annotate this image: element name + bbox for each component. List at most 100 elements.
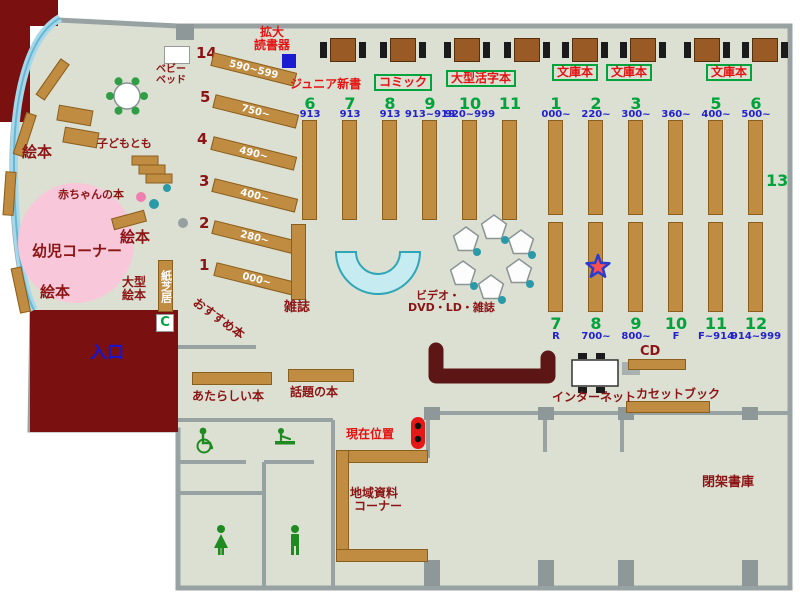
grey-stool: [178, 218, 188, 228]
shelf-range: 920~999: [444, 109, 496, 120]
entrance-label: 入口: [90, 343, 124, 363]
shelf-range: 913: [299, 109, 321, 120]
internet-chairs: [578, 353, 605, 393]
picture-books-label: 絵本: [120, 228, 151, 246]
cd-shelf: [628, 359, 686, 370]
kids-tables: [56, 104, 173, 184]
chair: [320, 42, 327, 58]
magnifier-device-icon: [282, 54, 296, 68]
large-print-label: 大型活字本: [446, 70, 517, 88]
shelf-range: 360~: [661, 109, 691, 120]
infant-corner-label: 幼児コーナー: [32, 242, 123, 260]
chair: [359, 42, 366, 58]
bookshelf: [462, 120, 477, 220]
baby-bed-icon: [164, 46, 190, 64]
bookshelf: [588, 222, 603, 312]
shelf-number: 6: [750, 94, 762, 113]
reading-table: [630, 38, 656, 62]
shelf-number: 11: [704, 314, 728, 333]
local-materials-label: 地域資料 コーナー: [350, 486, 403, 514]
shelf-range: 700~: [581, 331, 611, 342]
bookshelf: [342, 120, 357, 220]
magazine-display-crescent: [334, 251, 422, 295]
bookshelf: [748, 120, 763, 215]
reading-table: [390, 38, 416, 62]
bookshelf: [628, 120, 643, 215]
chair: [742, 42, 749, 58]
closed-stacks-label: 閉架書庫: [702, 475, 755, 490]
magazines-label: 雑誌: [284, 300, 311, 315]
shelf-range: 500~: [741, 109, 771, 120]
bunko-label: 文庫本: [606, 64, 653, 82]
chair: [659, 42, 666, 58]
shelf-range: 300~: [621, 109, 651, 120]
shelf-number: 1: [199, 256, 210, 274]
bookshelf: [708, 222, 723, 312]
entrance-block: [30, 310, 178, 432]
shelf-number: 11: [498, 94, 522, 113]
shelf-number-13: 13: [766, 171, 789, 190]
chair: [684, 42, 691, 58]
chair: [601, 42, 608, 58]
topic-books-shelf: [288, 369, 354, 382]
bookshelf: [502, 120, 517, 220]
shelf-number: 9: [630, 314, 642, 333]
junior-shinsho-label: ジュニア新書: [290, 77, 362, 91]
new-books-label: あたらしい本: [192, 389, 265, 403]
shelf-number: 7: [550, 314, 562, 333]
shelf-range: 914~999: [730, 331, 782, 342]
pillars: [176, 24, 758, 586]
shelf-number: 8: [590, 314, 602, 333]
chair: [781, 42, 788, 58]
shelf-number: 3: [630, 94, 642, 113]
baby-bed-label: ベビー ベッド: [156, 64, 186, 87]
shelf-range: 913~919: [404, 109, 456, 120]
shelf-range: R: [552, 331, 560, 342]
teal-stool: [163, 184, 171, 192]
pink-stool: [136, 192, 146, 202]
baby-books-label: 赤ちゃんの本: [58, 188, 124, 201]
current-location-label: 現在位置: [346, 427, 395, 441]
shelf-number: 2: [590, 94, 602, 113]
shelf-number: 8: [384, 94, 396, 113]
picture-books-label: 絵本: [22, 143, 53, 161]
bookshelf: [302, 120, 317, 220]
reading-table: [514, 38, 540, 62]
bookshelf: [548, 120, 563, 215]
shelf-range: 913: [339, 109, 361, 120]
shelf-number: 10: [458, 94, 482, 113]
picture-books-label: 絵本: [40, 283, 71, 301]
reading-table: [752, 38, 778, 62]
internet-label: インターネット: [552, 390, 637, 404]
bookshelf: [668, 120, 683, 215]
shelf-number: 5: [710, 94, 722, 113]
kids-round-table: [106, 77, 148, 115]
green-c-marker: C: [156, 314, 174, 332]
local-materials-shelf: [336, 450, 349, 562]
bunko-label: 文庫本: [706, 64, 753, 82]
chair: [380, 42, 387, 58]
bookshelf: [588, 120, 603, 215]
chair: [504, 42, 511, 58]
bookshelf: [382, 120, 397, 220]
chair: [562, 42, 569, 58]
shelf-number: 6: [304, 94, 316, 113]
cassette-shelf: [626, 401, 710, 413]
magnifier-reader-label: 拡大 読書器: [253, 25, 290, 53]
chair: [620, 42, 627, 58]
local-materials-shelf: [336, 450, 428, 463]
service-counter: [428, 342, 556, 384]
reading-table: [454, 38, 480, 62]
bookshelf: [748, 222, 763, 312]
shelf-number: 9: [424, 94, 436, 113]
bookshelf: [708, 120, 723, 215]
chair: [723, 42, 730, 58]
topic-books-label: 話題の本: [290, 385, 339, 399]
bookshelf: [668, 222, 683, 312]
cassette-book-label: カセットブック: [636, 387, 721, 401]
shelf-number: 4: [197, 130, 208, 148]
bunko-label: 文庫本: [552, 64, 599, 82]
shelf-number: 1: [550, 94, 562, 113]
video-kiosks: [449, 214, 535, 300]
